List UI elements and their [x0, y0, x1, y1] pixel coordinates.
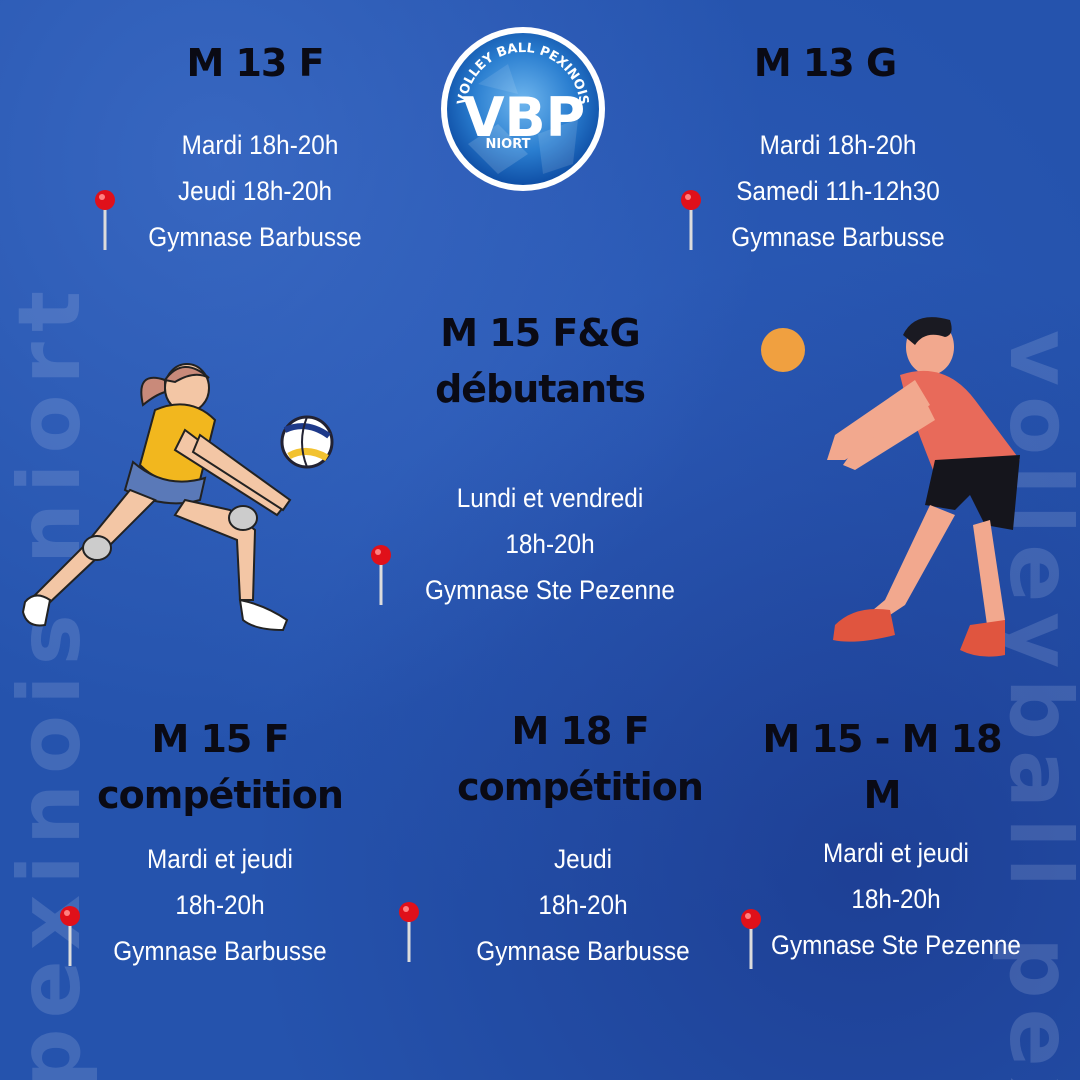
- location-pin-icon: [741, 909, 761, 969]
- schedule-line: Lundi et vendredi: [456, 483, 644, 513]
- schedule-line: Mardi et jeudi: [147, 844, 293, 874]
- location-pin-icon: [60, 906, 80, 966]
- schedule-line: 18h-20h: [538, 890, 628, 920]
- location-line: Gymnase Barbusse: [148, 222, 362, 252]
- group-subtitle: compétition: [97, 773, 344, 817]
- schedule-line: Samedi 11h-12h30: [736, 176, 940, 206]
- schedule-line: Jeudi 18h-20h: [177, 176, 333, 206]
- location-pin-icon: [681, 190, 701, 250]
- orange-ball-icon: [761, 328, 805, 372]
- schedule-line: Mardi 18h-20h: [181, 130, 339, 160]
- group-title: M 18 F: [511, 709, 649, 753]
- svg-text:NIORT: NIORT: [485, 137, 530, 152]
- group-title: M 13 F: [186, 41, 324, 85]
- location-line: Gymnase Barbusse: [731, 222, 945, 252]
- location-line: Gymnase Ste Pezenne: [425, 575, 675, 605]
- group-subtitle: débutants: [435, 367, 646, 411]
- male-player-illustration: [761, 317, 1020, 657]
- group-subtitle: M: [863, 773, 902, 817]
- location-line: Gymnase Ste Pezenne: [771, 930, 1021, 960]
- location-pin-icon: [371, 545, 391, 605]
- club-logo: VOLLEY BALL PEXINOIS VBP NIORT: [438, 24, 608, 194]
- svg-text:VBP: VBP: [463, 86, 586, 149]
- schedule-line: Mardi 18h-20h: [759, 130, 917, 160]
- group-title: M 15 - M 18: [762, 717, 1002, 761]
- female-player-illustration: [21, 363, 334, 632]
- volleyball-icon: [280, 415, 334, 469]
- group-title: M 15 F: [151, 717, 289, 761]
- location-pin-icon: [399, 902, 419, 962]
- schedule-line: 18h-20h: [851, 884, 941, 914]
- schedule-line: Jeudi: [553, 844, 613, 874]
- location-line: Gymnase Barbusse: [476, 936, 690, 966]
- group-title: M 13 G: [753, 41, 897, 85]
- group-subtitle: compétition: [457, 765, 704, 809]
- schedule-line: 18h-20h: [175, 890, 265, 920]
- location-pin-icon: [95, 190, 115, 250]
- schedule-line: Mardi et jeudi: [823, 838, 969, 868]
- location-line: Gymnase Barbusse: [113, 936, 327, 966]
- schedule-line: 18h-20h: [505, 529, 595, 559]
- group-title: M 15 F&G: [440, 311, 640, 355]
